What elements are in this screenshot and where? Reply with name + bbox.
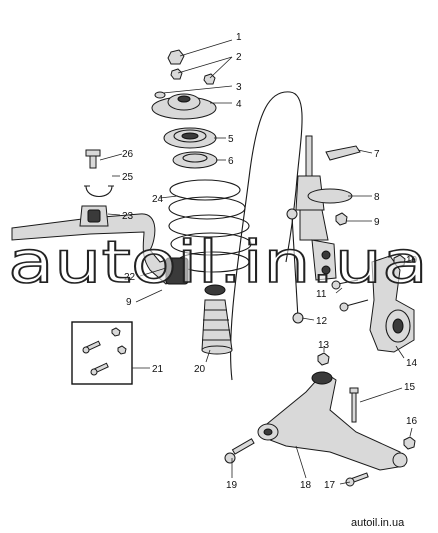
knuckle-bolts xyxy=(331,279,369,312)
callout-8: 8 xyxy=(374,192,380,203)
callout-15: 15 xyxy=(404,382,416,393)
callout-1: 1 xyxy=(236,32,242,43)
callout-17: 17 xyxy=(324,480,336,491)
callout-21: 21 xyxy=(152,364,164,375)
link-nut-upper xyxy=(335,212,348,226)
callout-9-upper: 9 xyxy=(374,217,380,228)
callout-6: 6 xyxy=(228,156,234,167)
strut-mount xyxy=(151,93,217,120)
strut-bracket xyxy=(325,145,361,161)
ball-joint-nut-16 xyxy=(403,436,416,450)
footer-url: autoil.in.ua xyxy=(351,517,405,529)
watermark: autoil.in.ua xyxy=(8,228,428,296)
callout-11: 11 xyxy=(316,289,327,300)
callout-22: 22 xyxy=(124,272,136,283)
knuckle-nut xyxy=(393,254,406,268)
spring-seat-upper xyxy=(172,151,218,169)
callout-4: 4 xyxy=(236,99,242,110)
arm-bolt-15 xyxy=(349,387,359,423)
stabilizer-bushing xyxy=(79,205,109,227)
lower-control-arm xyxy=(257,371,408,471)
mount-nuts xyxy=(170,68,216,85)
stabilizer-bar xyxy=(11,213,189,285)
bolt-17 xyxy=(345,472,369,487)
callout-25: 25 xyxy=(122,172,134,183)
callout-7: 7 xyxy=(374,149,380,160)
strut-assembly xyxy=(295,135,353,281)
callout-10: 10 xyxy=(406,255,418,266)
callout-19: 19 xyxy=(226,480,238,491)
stabilizer-link xyxy=(286,208,304,324)
arm-nut-13 xyxy=(317,352,330,366)
coil-spring xyxy=(168,179,252,273)
callout-9-lower: 9 xyxy=(126,297,132,308)
callout-26: 26 xyxy=(122,149,134,160)
hardware-kit-box xyxy=(71,321,133,385)
callout-labels: 1 2 3 4 5 6 7 8 9 9 10 11 12 13 14 15 16… xyxy=(122,32,418,491)
leader-lines xyxy=(99,39,417,485)
bearing xyxy=(163,127,217,149)
callout-14: 14 xyxy=(406,358,418,369)
callout-5: 5 xyxy=(228,134,234,145)
callout-18: 18 xyxy=(300,480,312,491)
bolt-19 xyxy=(224,438,255,464)
brake-hose xyxy=(230,91,303,381)
callout-3: 3 xyxy=(236,82,242,93)
bushing-clamp xyxy=(84,185,114,198)
callout-2: 2 xyxy=(236,52,242,63)
mount-washer xyxy=(154,91,166,99)
callout-20: 20 xyxy=(194,364,206,375)
top-nut xyxy=(167,49,185,65)
callout-23: 23 xyxy=(122,211,134,222)
callout-12: 12 xyxy=(316,316,328,327)
callout-16: 16 xyxy=(406,416,418,427)
callout-24: 24 xyxy=(152,194,164,205)
clamp-bolt xyxy=(85,149,101,169)
callout-13: 13 xyxy=(318,340,330,351)
